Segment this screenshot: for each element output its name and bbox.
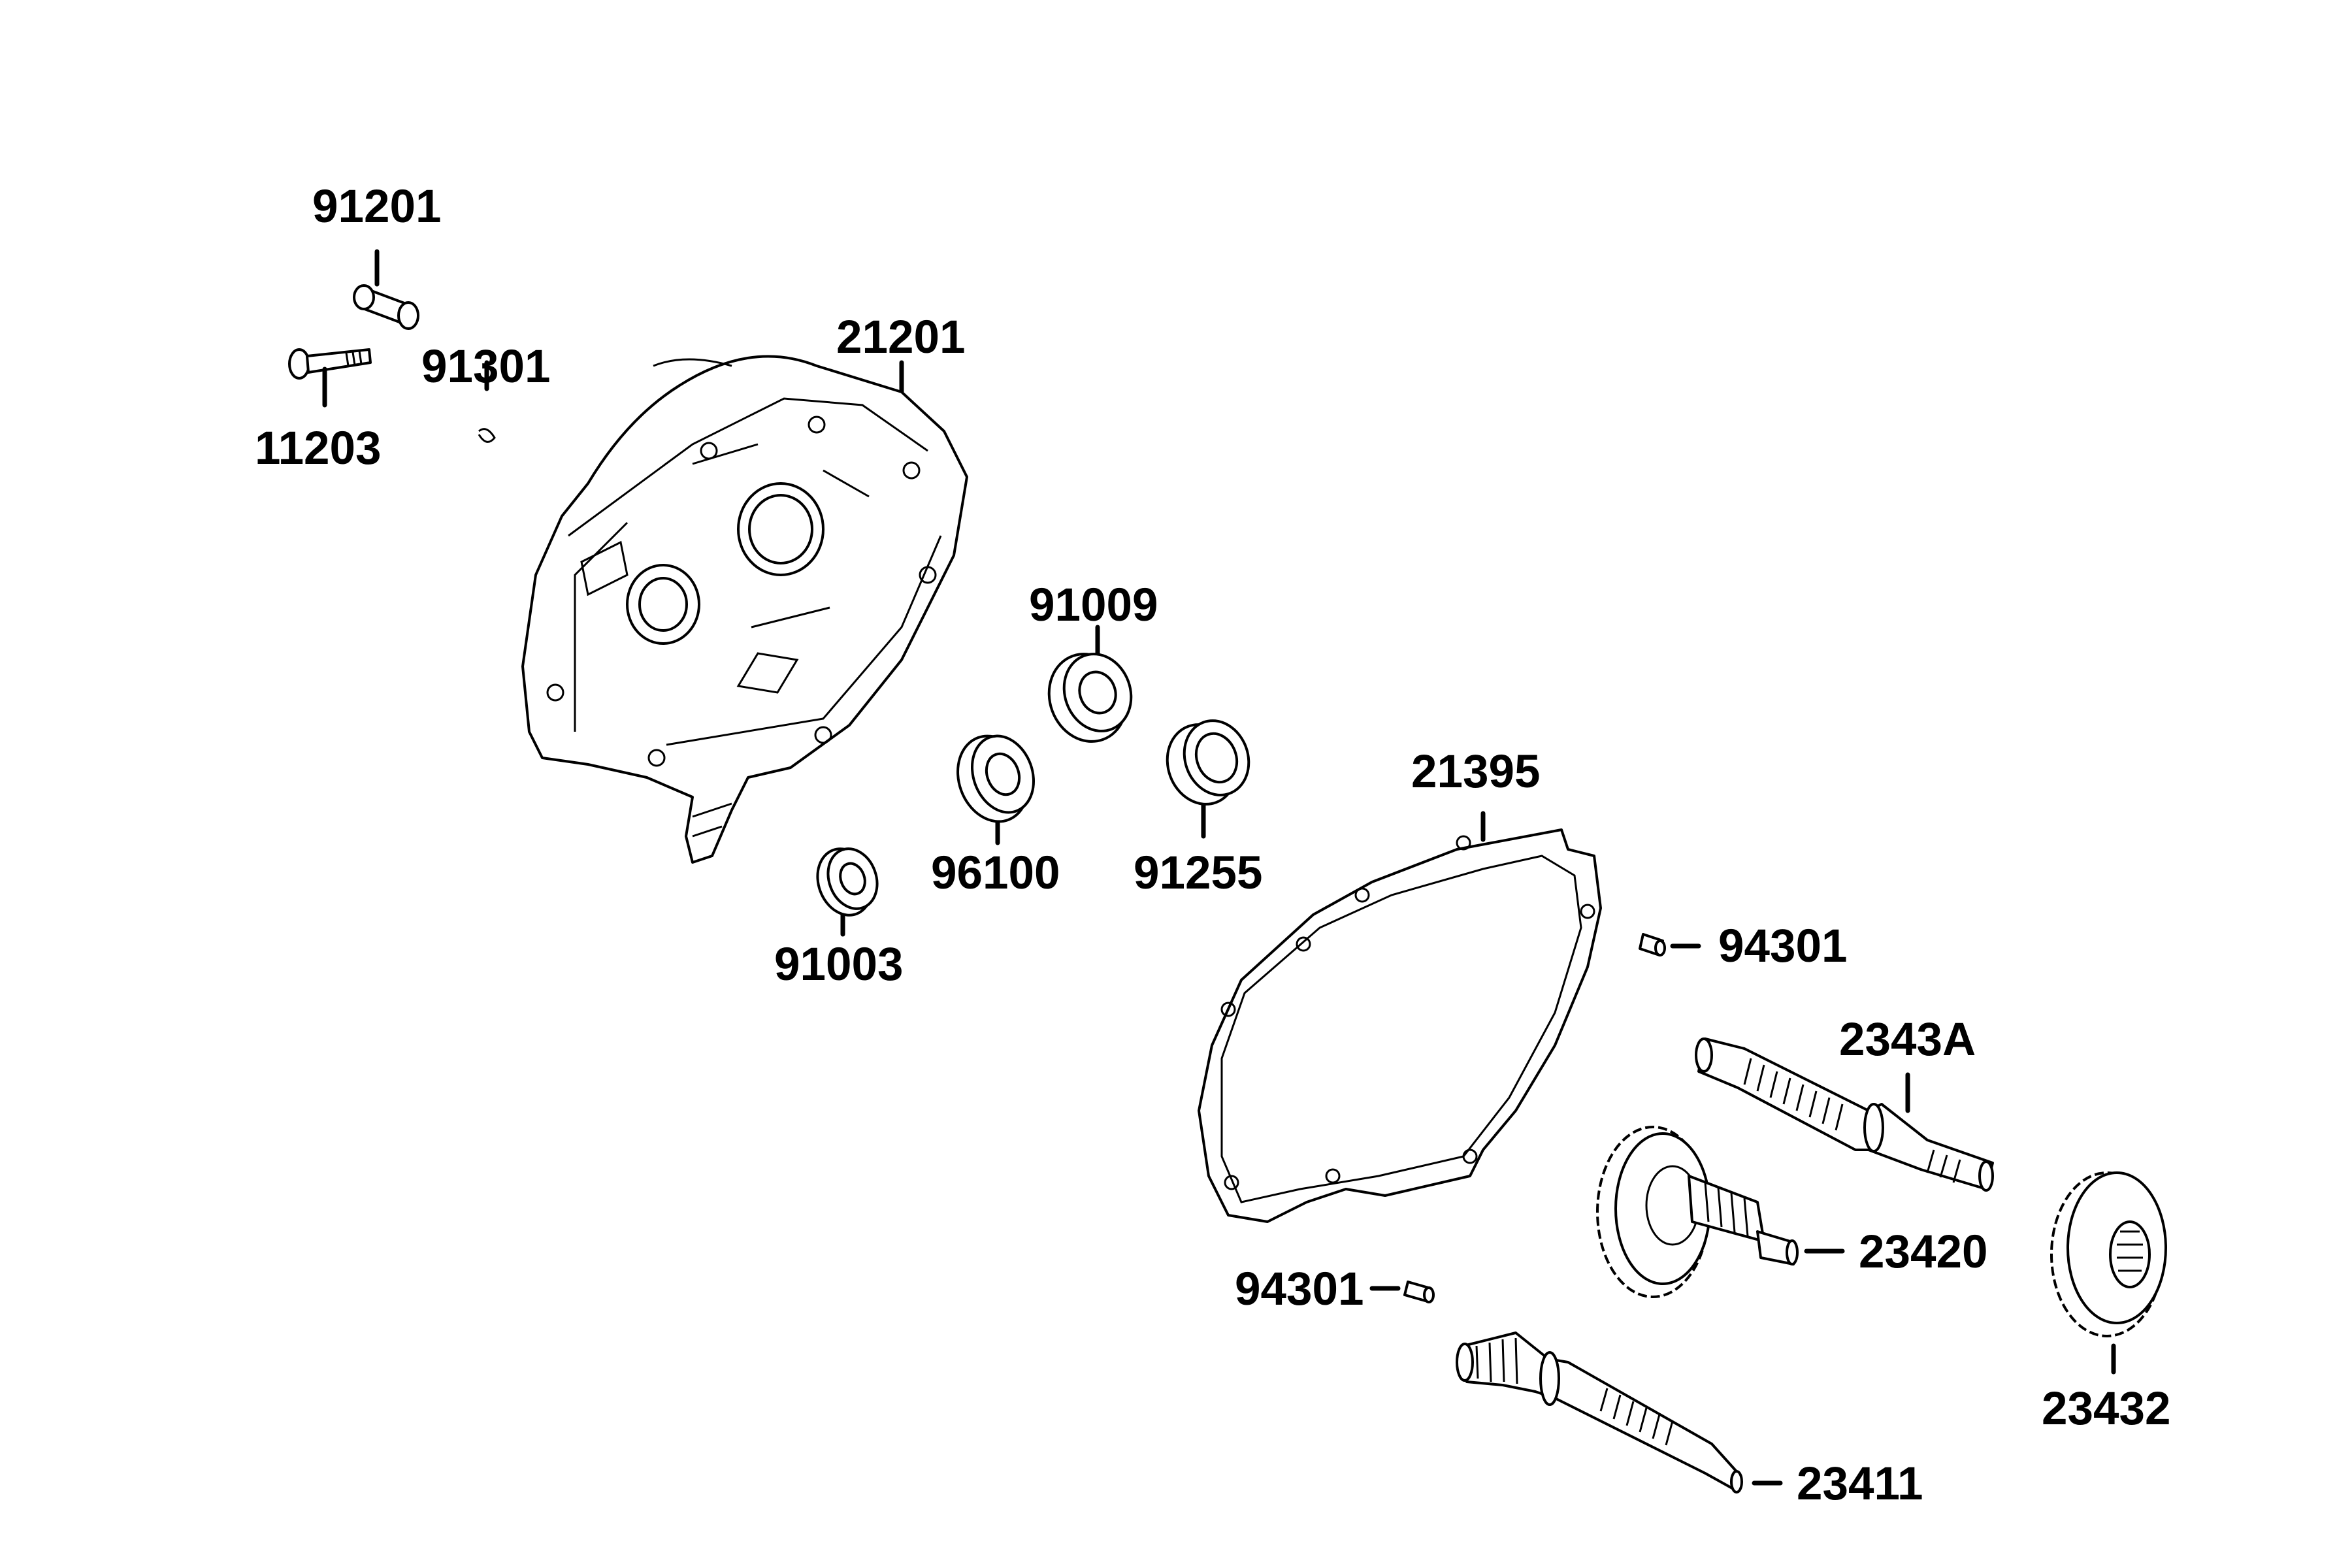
part-label-96100: 96100: [931, 847, 1060, 899]
dowel-94301-lower-drawing: [1369, 1281, 1435, 1303]
dowel-94301-upper-drawing: [1639, 933, 1701, 956]
part-label-91255: 91255: [1134, 847, 1262, 899]
bearing-91003-drawing: [816, 847, 879, 937]
part-label-94301-lower: 94301: [1235, 1264, 1364, 1315]
drive-shaft-23411-drawing: [1456, 1331, 1783, 1494]
part-label-23411: 23411: [1797, 1458, 1923, 1510]
part-label-91009: 91009: [1029, 580, 1158, 631]
part-label-91003: 91003: [774, 939, 903, 990]
part-label-91201: 91201: [312, 181, 441, 233]
bushing-91201-drawing: [353, 249, 419, 330]
bearing-96100-drawing: [956, 734, 1036, 845]
clip-91301-drawing: [478, 360, 496, 443]
oil-seal-91255-drawing: [1166, 719, 1250, 839]
gear-23420-drawing: [1596, 1126, 1845, 1298]
part-label-21395: 21395: [1411, 746, 1540, 798]
bearing-91009-drawing: [1047, 625, 1133, 743]
part-label-21201: 21201: [836, 312, 965, 363]
part-label-23432: 23432: [2042, 1383, 2170, 1435]
part-label-11203: 11203: [255, 423, 382, 474]
part-label-91301: 91301: [421, 341, 550, 393]
shaft-2343A-drawing: [1695, 1037, 1994, 1192]
bolt-11203-drawing: [288, 348, 372, 408]
part-label-94301-upper: 94301: [1718, 921, 1847, 972]
gasket-21395-drawing: [1198, 811, 1602, 1223]
gear-23432-drawing: [2050, 1171, 2167, 1375]
transmission-case-21201-drawing: [521, 355, 968, 864]
part-label-23420: 23420: [1859, 1226, 1987, 1278]
part-label-2343A: 2343A: [1839, 1014, 1976, 1066]
